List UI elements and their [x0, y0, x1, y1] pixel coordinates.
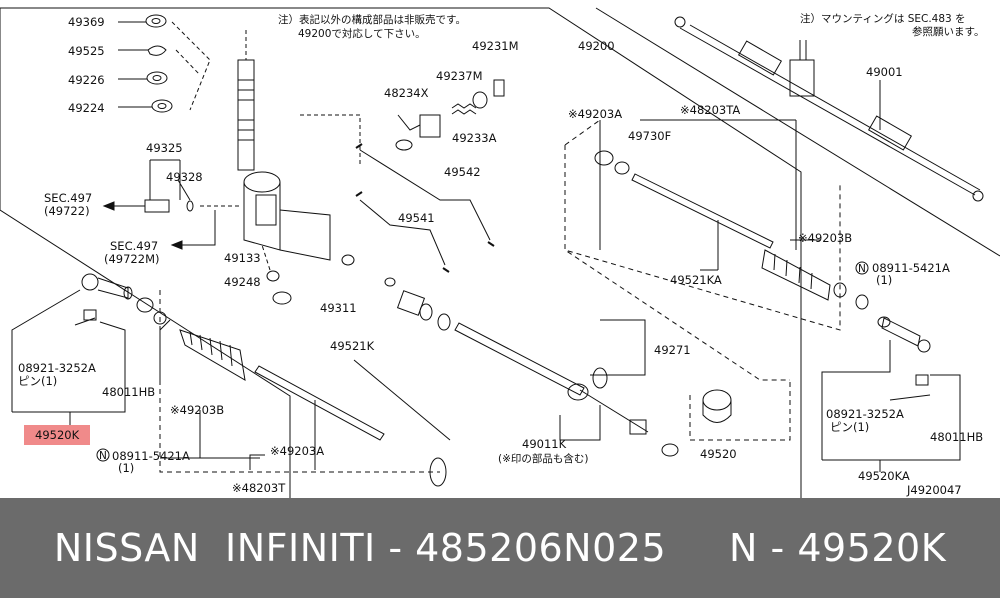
label-49001: 49001 — [866, 65, 903, 79]
label-49541: 49541 — [398, 211, 435, 225]
nut-08911-right — [855, 294, 869, 310]
steering-rack-exploded-diagram: 注）表記以外の構成部品は非販売です。 49200で対応して下さい。 注）マウンテ… — [0, 7, 1000, 498]
n-symbol-left: N — [99, 450, 107, 462]
n-circle-left — [96, 448, 110, 462]
seal-49233a — [472, 91, 488, 109]
label-49325: 49325 — [146, 141, 183, 155]
dashed-group-right — [564, 145, 841, 331]
label-49203b-right: ※49203B — [798, 231, 852, 245]
nut-48011hb-right — [915, 374, 929, 386]
label-49011k-note: (※印の部品も含む) — [498, 452, 589, 465]
tie-rod-end-left — [81, 273, 133, 300]
label-49226: 49226 — [68, 73, 105, 87]
note-right-line1: 注）マウンティングは SEC.483 を — [800, 12, 966, 25]
label-08911-right-qty: (1) — [876, 273, 892, 287]
label-49271: 49271 — [654, 343, 691, 357]
seal-49311 — [341, 254, 355, 266]
washer-49730f — [614, 161, 630, 175]
boot-left — [179, 329, 246, 381]
spring-49231m — [493, 79, 505, 97]
label-49311: 49311 — [320, 301, 357, 315]
nut-48011hb-left — [83, 309, 97, 321]
boot-49203b-right — [761, 249, 831, 301]
dashed-group-49520 — [689, 380, 791, 441]
valve-48234x — [395, 114, 441, 151]
label-49730f: 49730F — [628, 129, 671, 143]
nut-49133 — [266, 270, 280, 282]
label-49520k: 49520K — [35, 428, 80, 442]
rack-bar-49271 — [454, 322, 649, 435]
label-49203b-left: ※49203B — [170, 403, 224, 417]
label-08911-left: 08911-5421A — [112, 449, 190, 463]
label-49525: 49525 — [68, 44, 105, 58]
n-circle-right — [855, 261, 869, 275]
label-sec497-a: SEC.497 — [44, 191, 92, 205]
part-number-text: NISSAN INFINITI - 485206N025 N - 49520K — [53, 526, 947, 570]
label-49520: 49520 — [700, 447, 737, 461]
tube-49542 — [359, 149, 491, 241]
label-49237m: 49237M — [436, 69, 483, 83]
steering-gear-assembly-49001 — [674, 16, 984, 202]
note-left-line2: 49200で対応して下さい。 — [298, 27, 426, 40]
dashed-group-rack — [159, 119, 790, 473]
ring-rack-end — [661, 443, 679, 457]
inner-rod-49521ka — [631, 173, 774, 249]
label-08921-left: 08921-3252A — [18, 361, 96, 375]
highlight-49520k — [24, 425, 90, 445]
figure-id: J4920047 — [906, 483, 962, 497]
label-49248: 49248 — [224, 275, 261, 289]
gear-housing — [243, 171, 331, 261]
label-08911-right: 08911-5421A — [872, 261, 950, 275]
label-49521k: 49521K — [330, 339, 375, 353]
part-number-banner: NISSAN INFINITI - 485206N025 N - 49520K — [0, 498, 1000, 598]
label-49233a: 49233A — [452, 131, 497, 145]
label-49200: 49200 — [578, 39, 615, 53]
frame-49001 — [595, 7, 1000, 257]
label-49520ka: 49520KA — [858, 469, 910, 483]
label-sec497-a-sub: (49722) — [44, 204, 90, 218]
label-49521ka: 49521KA — [670, 273, 722, 287]
label-48203t: ※48203T — [232, 481, 286, 495]
seal-49224 — [151, 99, 173, 113]
label-sec497-b: SEC.497 — [110, 239, 158, 253]
label-48011hb-left: 48011HB — [102, 385, 155, 399]
note-right-line2: 参照願います。 — [912, 25, 984, 38]
spring-49237m — [451, 103, 477, 115]
pinion-shaft — [237, 59, 255, 171]
label-08911-left-qty: (1) — [118, 461, 134, 475]
fitting-49325 — [110, 199, 170, 213]
seal-49369 — [145, 14, 167, 28]
tie-rod-end-right — [877, 316, 931, 353]
clamp-49203a-right — [594, 150, 614, 166]
clamp-left — [429, 457, 447, 487]
label-sec497-b-sub: (49722M) — [104, 252, 159, 266]
note-left-line1: 注）表記以外の構成部品は非販売です。 — [278, 13, 466, 26]
label-08921-right-pin: ピン(1) — [830, 420, 869, 434]
label-08921-left-pin: ピン(1) — [18, 374, 57, 388]
n-symbol-right: N — [858, 263, 866, 275]
tube-49541 — [359, 199, 446, 266]
label-48011hb-right: 48011HB — [930, 430, 983, 444]
frame-49200 — [0, 7, 802, 498]
label-49203a-left: ※49203A — [270, 444, 324, 458]
label-49133: 49133 — [224, 251, 261, 265]
seal-rack — [592, 367, 608, 389]
bearing-49226 — [146, 71, 168, 85]
label-49542: 49542 — [444, 165, 481, 179]
label-49203a-right: ※49203A — [568, 107, 622, 121]
label-49369: 49369 — [68, 15, 105, 29]
label-08921-right: 08921-3252A — [826, 407, 904, 421]
label-48234x: 48234X — [384, 86, 429, 100]
ring-49525 — [147, 45, 167, 56]
inner-rod-left — [254, 365, 385, 441]
label-49328: 49328 — [166, 170, 203, 184]
plug-49248 — [272, 291, 292, 305]
label-49231m: 49231M — [472, 39, 519, 53]
label-49224: 49224 — [68, 101, 105, 115]
bushing-49520 — [702, 389, 732, 423]
label-48203ta: ※48203TA — [680, 103, 740, 117]
label-49011k: 49011K — [522, 437, 567, 451]
